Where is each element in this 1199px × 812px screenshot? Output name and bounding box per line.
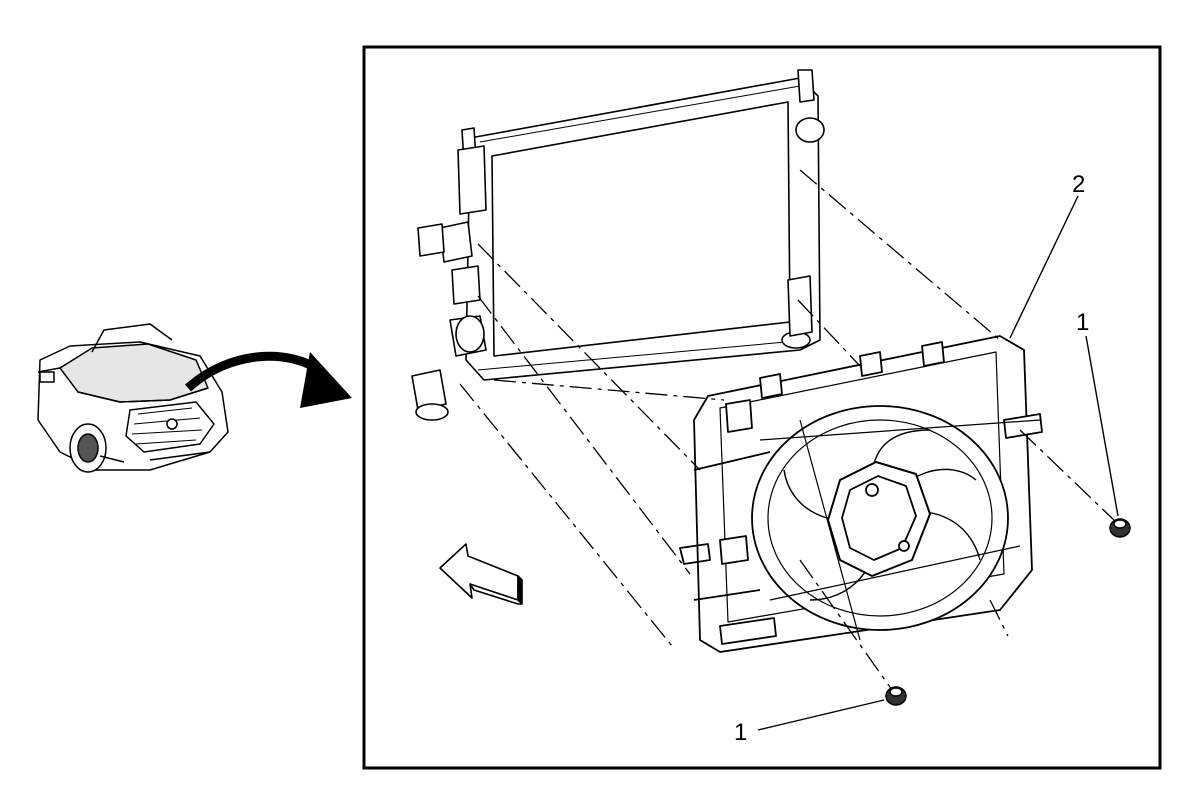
callout-fan-shroud: 2 (1072, 171, 1085, 198)
front-direction-arrow-icon (439, 543, 523, 605)
fastener-lower-icon (885, 686, 907, 706)
fastener-right-icon (1109, 518, 1131, 538)
locator-arrow-icon (184, 351, 352, 408)
radiator (411, 69, 825, 421)
vehicle-locator-illustration (37, 323, 229, 473)
alignment-lines (459, 169, 1117, 691)
leader-lines (757, 195, 1119, 731)
callout-fastener-right: 1 (1076, 309, 1089, 336)
fan-shroud-assembly (679, 335, 1043, 653)
callout-fastener-lower: 1 (734, 719, 747, 746)
